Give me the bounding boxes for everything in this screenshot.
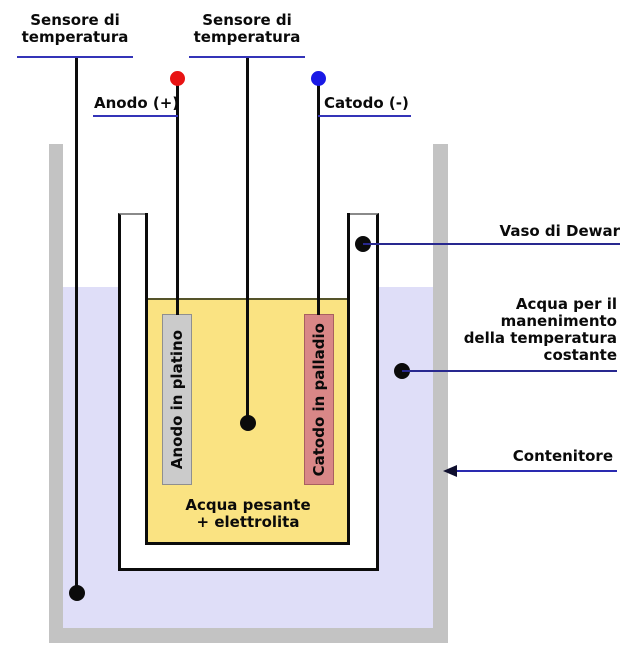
container-right-wall bbox=[433, 144, 448, 643]
cooling-water-pointer-line bbox=[402, 370, 617, 372]
temperature-sensor-wire-left bbox=[75, 57, 78, 594]
cathode-wire bbox=[317, 78, 320, 315]
sensor-tip-dot-left bbox=[69, 585, 85, 601]
anode-terminal-dot bbox=[170, 71, 185, 86]
temperature-sensor-wire-right bbox=[246, 57, 249, 424]
cathode-label-underline bbox=[318, 115, 411, 117]
container-label: Contenitore bbox=[512, 447, 613, 465]
anode-terminal-label: Anodo (+) bbox=[94, 94, 180, 112]
sensor-tip-dot-right bbox=[240, 415, 256, 431]
dewar-flask-label: Vaso di Dewar bbox=[499, 222, 620, 240]
sensor-left-label-underline bbox=[17, 56, 133, 58]
cathode-electrode-label: Catodo in palladio bbox=[310, 322, 328, 477]
container-left-wall bbox=[49, 144, 63, 643]
temperature-sensor-label-left: Sensore di temperatura bbox=[21, 11, 129, 46]
container-arrow-line bbox=[456, 470, 617, 472]
cathode-electrode-bar: Catodo in palladio bbox=[304, 314, 334, 485]
anode-electrode-bar: Anodo in platino bbox=[162, 314, 192, 485]
sensor-right-label-underline bbox=[189, 56, 305, 58]
container-bottom-wall bbox=[49, 628, 448, 643]
anode-electrode-label: Anodo in platino bbox=[168, 329, 186, 470]
anode-label-underline bbox=[93, 115, 178, 117]
dewar-pointer-line bbox=[363, 243, 620, 245]
electrolyte-label: Acqua pesante + elettrolita bbox=[185, 496, 311, 531]
temperature-sensor-label-right: Sensore di temperatura bbox=[193, 11, 301, 46]
cathode-terminal-dot bbox=[311, 71, 326, 86]
cathode-terminal-label: Catodo (-) bbox=[324, 94, 409, 112]
anode-wire bbox=[176, 78, 179, 315]
cooling-water-label: Acqua per il manenimento della temperatu… bbox=[463, 295, 617, 364]
left-arrowhead-icon bbox=[443, 465, 457, 477]
